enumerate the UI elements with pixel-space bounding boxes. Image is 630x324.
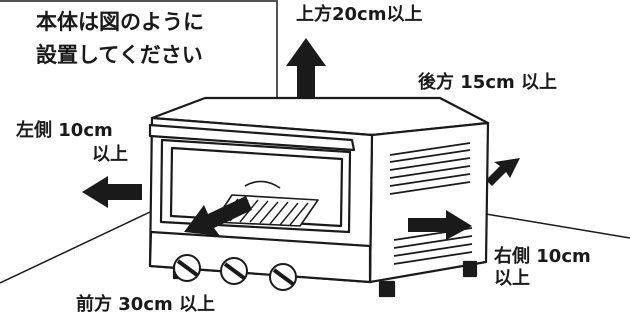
clearance-above-label: 上方20cm以上 — [296, 4, 423, 25]
clearance-right-label: 右側 10cm — [494, 246, 591, 267]
instruction-line-2: 設置してください — [36, 43, 203, 67]
arrow-rear — [486, 158, 520, 186]
clearance-left-label-suffix: 以上 — [92, 144, 128, 165]
knob-2 — [220, 257, 248, 285]
instruction-line-1: 本体は図のように — [36, 10, 204, 34]
heater-element — [244, 180, 281, 189]
arrow-right — [408, 210, 472, 240]
side-vents — [389, 142, 473, 265]
clearance-right-label-suffix: 以上 — [494, 268, 530, 289]
arrow-up — [286, 38, 326, 98]
control-knobs — [173, 254, 297, 291]
knob-3 — [269, 263, 297, 291]
room-corner-lines — [0, 0, 630, 284]
clearance-left-label: 左側 10cm — [16, 120, 113, 141]
clearance-arrows — [82, 38, 520, 240]
toaster-oven — [148, 96, 490, 298]
clearance-front-label: 前方 30cm 以上 — [76, 294, 216, 315]
arrow-front — [184, 196, 252, 236]
clearance-rear-label: 後方 15cm 以上 — [418, 72, 558, 93]
arrow-left — [82, 176, 142, 208]
knob-1 — [173, 254, 201, 282]
